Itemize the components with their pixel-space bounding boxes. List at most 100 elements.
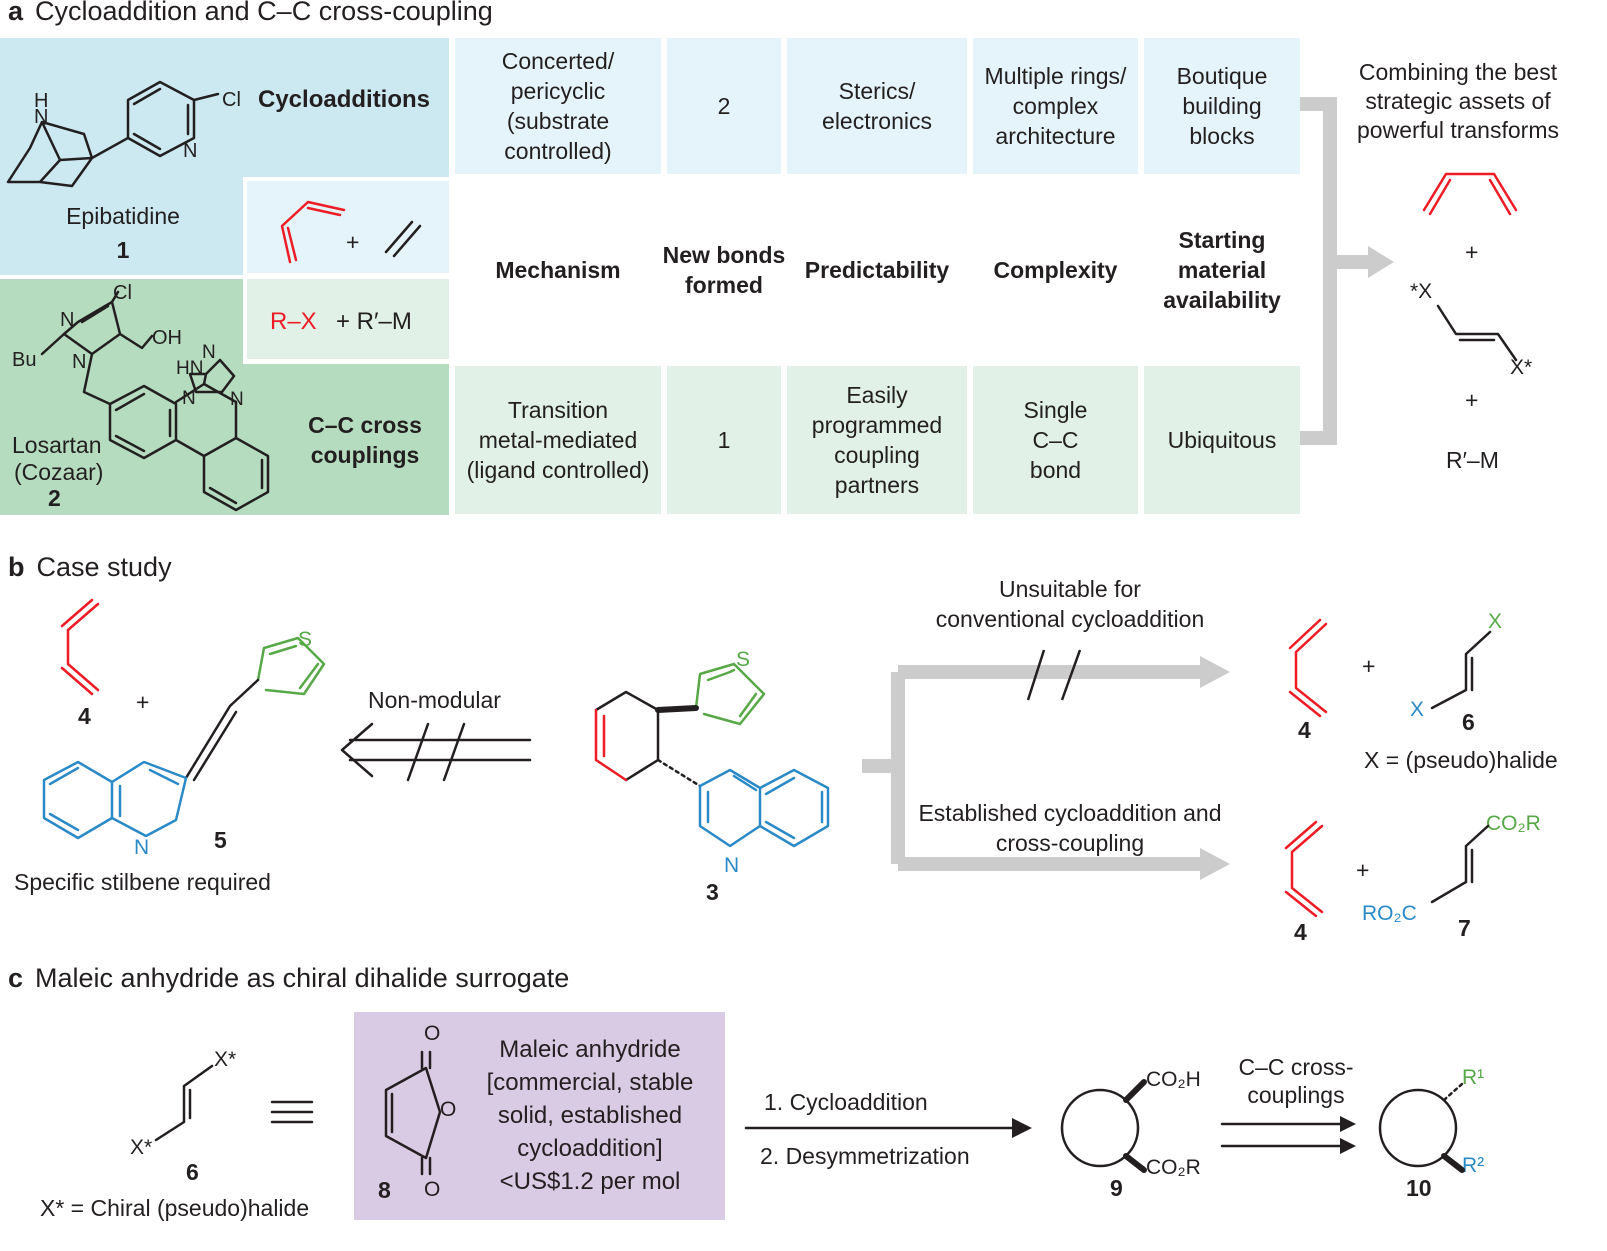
quinoline-b5	[42, 760, 188, 840]
header-mechanism: Mechanism	[495, 257, 621, 283]
cross-predictability: Easily programmed coupling partners	[787, 366, 967, 514]
b-compound-3: 3	[706, 879, 719, 905]
double-arrow-c2	[1220, 1122, 1354, 1148]
right-plus-2: +	[1465, 387, 1479, 413]
cyclo-predictability: Sterics/ electronics	[787, 38, 967, 174]
b-x-bottom: X	[1410, 698, 1425, 721]
grey-arrowhead-a	[1368, 246, 1394, 278]
combining-text: Combining the best strategic assets of p…	[1357, 58, 1559, 143]
cyclohexene-3	[594, 690, 660, 782]
c-xstar-definition: X* = Chiral (pseudo)halide	[40, 1195, 310, 1221]
grey-bracket-a	[1300, 97, 1370, 445]
right-plus-1: +	[1465, 239, 1479, 265]
wedge-co2h	[1123, 1079, 1147, 1103]
reaction-arrowhead-c1	[1012, 1118, 1032, 1138]
quinoline-n-3: N	[724, 854, 740, 877]
cc-crosscouplings-text: C–C cross- couplings	[1238, 1054, 1354, 1108]
grey-branch-b	[862, 665, 1200, 871]
los-n-bottom: N	[72, 351, 87, 373]
vinyl-b5	[184, 678, 260, 782]
los-bu: Bu	[12, 349, 37, 371]
x-pseudohalide: X = (pseudo)halide	[1364, 747, 1558, 773]
ring-10	[1378, 1088, 1458, 1168]
crosscoupling-label-bg	[243, 364, 449, 515]
maleic-anhydride-text: Maleic anhydride [commercial, stable sol…	[486, 1035, 694, 1195]
cyclo-availability: Boutique building blocks	[1144, 38, 1300, 174]
header-availability: Starting material availability	[1163, 227, 1281, 313]
epi-h-label: H	[34, 90, 49, 112]
arrowhead-c2b	[1340, 1138, 1356, 1154]
diene-right	[1422, 172, 1518, 216]
cyclo-mechanism: Concerted/ pericyclic (substrate control…	[455, 38, 661, 174]
cyclo-bonds: 2	[667, 38, 781, 174]
losartan-name: Losartan	[12, 432, 102, 458]
arrowhead-c2a	[1340, 1116, 1356, 1132]
xstar-bottom: X*	[1510, 356, 1533, 379]
anhydride-co-bottom	[420, 1156, 432, 1176]
b-bottom-plus: +	[1356, 857, 1370, 883]
nonmodular-arrow	[340, 722, 532, 782]
epibatidine-name: Epibatidine	[66, 203, 180, 229]
los-tz-n1: N	[202, 342, 216, 363]
losartan-alt-name: (Cozaar)	[14, 459, 104, 485]
crosscouplings-label: C–C cross couplings	[308, 412, 422, 468]
epi-pyridine-n: N	[183, 140, 198, 162]
diene-b4	[60, 598, 100, 696]
epi-cl-label: Cl	[222, 89, 241, 111]
epibatidine-number: 1	[116, 237, 130, 263]
diene-reagent-box	[247, 181, 449, 273]
thiophene-b5	[256, 636, 326, 696]
step-desymmetrization: 2. Desymmetrization	[760, 1143, 970, 1169]
cyclo-complexity: Multiple rings/ complex architecture	[973, 38, 1138, 174]
thiophene-s-3: S	[736, 648, 751, 671]
cross-availability: Ubiquitous	[1144, 366, 1300, 514]
b-bottom-4: 4	[1294, 919, 1307, 945]
alkene-right	[1436, 304, 1518, 362]
rm-right: R′–M	[1446, 447, 1499, 473]
cyclohexene-red	[594, 708, 628, 782]
c-compound-10: 10	[1406, 1175, 1432, 1201]
diene-plus: +	[346, 229, 360, 255]
equivalence-sign	[270, 1100, 314, 1124]
los-n-top: N	[60, 309, 75, 331]
b-co2r: CO₂R	[1486, 812, 1541, 835]
thiophene-b3	[694, 662, 766, 726]
losartan-skeleton	[40, 290, 270, 512]
b-top-plus: +	[1362, 653, 1376, 679]
b-top-4: 4	[1298, 717, 1311, 743]
b-x-top: X	[1488, 610, 1503, 633]
los-cl-label: Cl	[113, 282, 132, 304]
wedge-r2	[1441, 1153, 1465, 1173]
los-tz-n3: N	[230, 389, 244, 410]
b-compound-5: 5	[214, 827, 227, 853]
cycloadditions-label: Cycloadditions	[258, 86, 431, 113]
diene-b-bottom	[1284, 820, 1324, 918]
header-complexity: Complexity	[993, 257, 1118, 283]
c-compound-8: 8	[378, 1177, 391, 1203]
epibatidine-skeleton	[6, 80, 220, 188]
wedge-bond-3	[655, 705, 699, 713]
b-compound-7: 7	[1458, 915, 1471, 941]
rm-label: + R′–M	[336, 308, 412, 335]
alkene-7	[1430, 824, 1490, 904]
c-r2: R²	[1462, 1154, 1485, 1177]
losartan-number: 2	[48, 485, 61, 511]
los-tz-n2: N	[182, 388, 196, 409]
header-predictability: Predictability	[804, 257, 950, 283]
specific-stilbene: Specific stilbene required	[14, 869, 271, 895]
alkene-6c	[154, 1064, 214, 1142]
los-oh: OH	[152, 327, 182, 349]
header-new-bonds: New bonds formed	[662, 242, 786, 298]
anhydride-o-bottom: O	[424, 1178, 441, 1201]
thiophene-s-5: S	[298, 628, 313, 651]
anhydride-ring	[384, 1066, 442, 1160]
established-text: Established cycloaddition and cross-coup…	[918, 800, 1222, 856]
maleic-anhydride-box	[354, 1012, 725, 1220]
b-compound-6: 6	[1462, 709, 1475, 735]
b-plus: +	[136, 689, 150, 715]
c-xstar-top: X*	[214, 1048, 237, 1071]
